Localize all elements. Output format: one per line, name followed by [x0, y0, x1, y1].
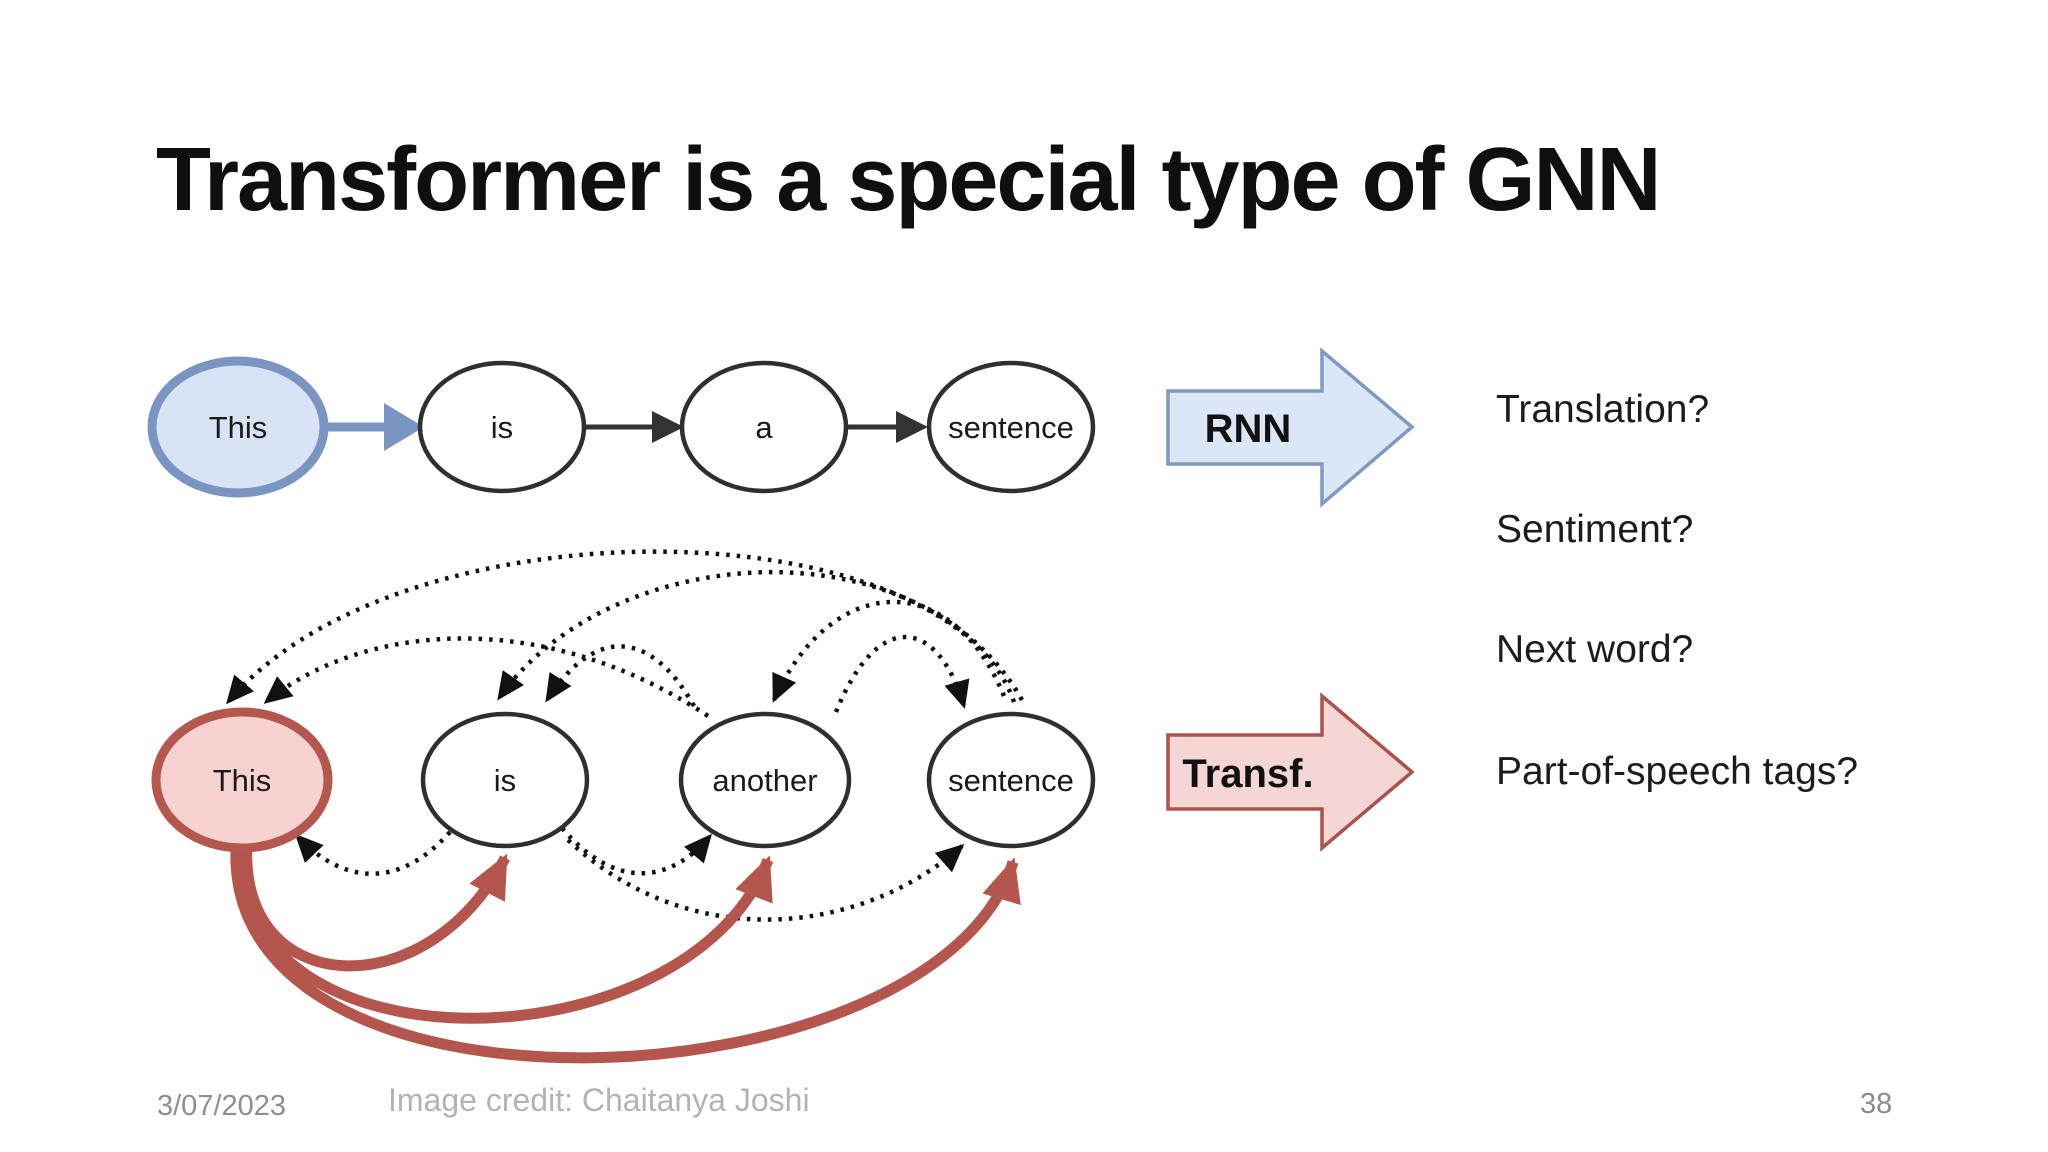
rnn-node-is — [417, 360, 587, 494]
transformer-diagram: This is another sentence Transf. — [151, 549, 1415, 1064]
rnn-edge-this-to-is — [328, 403, 424, 451]
rnn-node-this — [147, 356, 329, 498]
task-next-word: Next word? — [1496, 628, 1694, 671]
edge-sentence-to-is — [497, 569, 1024, 702]
edge-another-to-sentence — [833, 634, 970, 713]
transformer-node-another — [678, 711, 852, 849]
edge-is-to-this — [294, 830, 452, 876]
page-number: 38 — [1860, 1088, 1893, 1120]
rnn-block-arrow-label: RNN — [1205, 407, 1292, 451]
edge-this-to-another — [235, 847, 774, 1024]
edge-this-to-sentence — [230, 849, 1021, 1064]
rnn-node-a-label: a — [755, 410, 773, 445]
slide-title: Transformer is a special type of GNN — [156, 130, 1662, 230]
edge-sentence-to-another — [771, 599, 1007, 703]
transformer-node-sentence — [926, 711, 1096, 849]
rnn-node-a — [679, 360, 849, 494]
rnn-edge-is-to-a — [586, 411, 684, 443]
transformer-node-sentence-label: sentence — [948, 763, 1074, 798]
edge-is-to-sentence — [566, 838, 965, 922]
transformer-node-is-label: is — [494, 763, 516, 798]
task-pos-tags: Part-of-speech tags? — [1496, 750, 1859, 793]
transformer-node-is — [420, 711, 590, 849]
transformer-block-arrow — [1166, 692, 1415, 852]
transformer-node-this — [151, 707, 333, 853]
edge-is-to-another — [560, 826, 712, 876]
rnn-node-sentence-label: sentence — [948, 410, 1074, 445]
rnn-edge-a-to-sentence — [848, 411, 928, 443]
transformer-node-another-label: another — [712, 763, 817, 798]
rnn-diagram: This is a sentence RNN — [147, 347, 1415, 508]
edge-another-to-is — [545, 644, 696, 708]
slide-date: 3/07/2023 — [157, 1090, 287, 1122]
image-credit: Image credit: Chaitanya Joshi — [388, 1082, 810, 1118]
rnn-node-is-label: is — [491, 410, 513, 445]
rnn-block-arrow — [1166, 347, 1415, 508]
task-sentiment: Sentiment? — [1496, 508, 1694, 551]
task-translation: Translation? — [1496, 388, 1710, 431]
edge-sentence-to-this — [226, 549, 1017, 705]
edge-this-to-is — [241, 843, 510, 972]
transformer-block-arrow-label: Transf. — [1182, 752, 1313, 796]
rnn-node-this-label: This — [209, 410, 268, 445]
edge-another-to-this — [263, 636, 710, 718]
rnn-node-sentence — [926, 360, 1096, 494]
transformer-node-this-label: This — [213, 763, 272, 798]
